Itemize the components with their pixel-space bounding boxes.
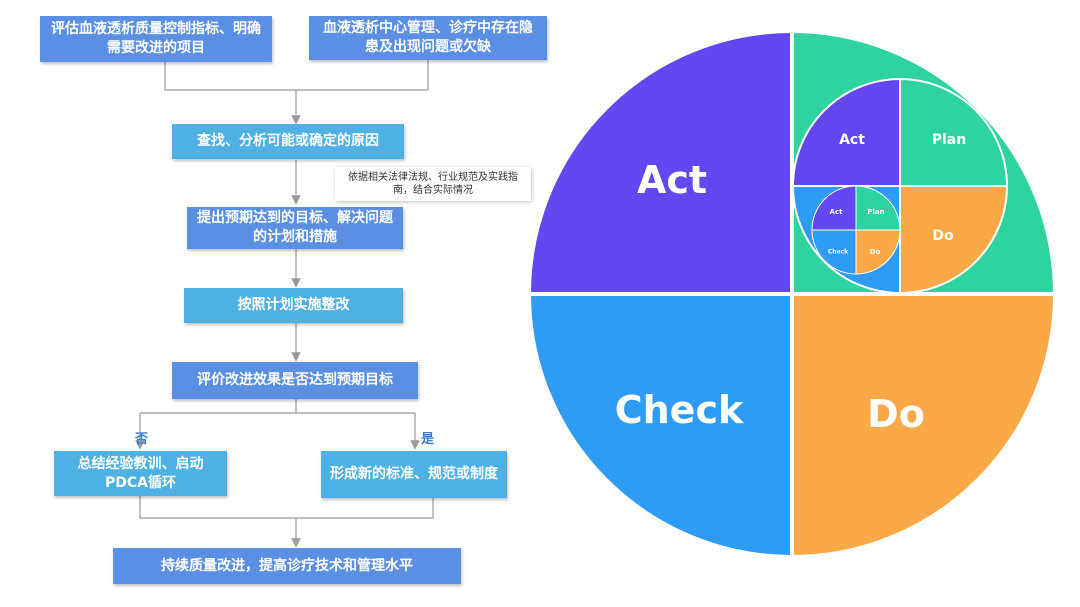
outer-do-quadrant [790,292,1058,560]
implement-text: 按照计划实施整改 [237,297,350,313]
summarize-text: 总结经验教训、启动PDCA循环 [77,455,204,491]
eval-indicators-text: 评估血液透析质量控制指标、明确需要改进的项目 [51,21,261,56]
outer-check-label: Check [615,388,744,432]
inner-plan-quadrant [855,185,901,231]
basis-note: 依据相关法律法规、行业规范及实践指南，结合实际情况 [335,167,531,201]
pdca-diagram: Act Check Do Act Plan Do Act Plan Check … [526,28,1058,560]
inner-check-label: Check [828,249,849,256]
center-issues-text: 血液透析中心管理、诊疗中存在隐患及出现问题或欠缺 [323,20,533,55]
middle-act-label: Act [839,132,865,148]
inner-check-quadrant [811,229,857,275]
middle-plan-label: Plan [932,132,966,148]
no-label: 否 [135,432,149,447]
find-causes-box: 查找、分析可能或确定的原因 [172,124,404,159]
new-standard-box: 形成新的标准、规范或制度 [321,451,507,498]
implement-box: 按照计划实施整改 [184,288,403,323]
outer-act-label: Act [637,158,707,202]
set-goals-text: 提出预期达到的目标、解决问题的计划和措施 [197,210,393,245]
summarize-box: 总结经验教训、启动PDCA循环 [54,451,227,496]
middle-act-quadrant [791,77,901,187]
inner-do-quadrant [855,229,901,275]
inner-act-label: Act [830,208,844,216]
outer-act-quadrant [526,28,794,296]
evaluate-box: 评价改进效果是否达到预期目标 [172,362,418,399]
find-causes-text: 查找、分析可能或确定的原因 [197,133,379,149]
basis-note-text: 依据相关法律法规、行业规范及实践指南，结合实际情况 [348,172,518,196]
inner-act-quadrant [811,185,857,231]
flowchart-connectors [135,60,434,548]
new-standard-text: 形成新的标准、规范或制度 [330,466,498,482]
set-goals-box: 提出预期达到的目标、解决问题的计划和措施 [187,207,403,249]
eval-indicators-box: 评估血液透析质量控制指标、明确需要改进的项目 [40,16,272,62]
evaluate-text: 评价改进效果是否达到预期目标 [197,372,393,388]
middle-plan-quadrant [899,77,1009,187]
center-issues-box: 血液透析中心管理、诊疗中存在隐患及出现问题或欠缺 [309,16,547,60]
continuous-improvement-box: 持续质量改进，提高诊疗技术和管理水平 [113,548,461,584]
inner-plan-label: Plan [867,208,884,216]
outer-do-label: Do [867,392,925,436]
middle-do-quadrant [899,185,1009,295]
outer-check-quadrant [526,292,794,560]
yes-label: 是 [421,432,435,447]
inner-do-label: Do [870,248,881,256]
middle-do-label: Do [932,228,954,244]
continuous-improvement-text: 持续质量改进，提高诊疗技术和管理水平 [161,557,413,574]
